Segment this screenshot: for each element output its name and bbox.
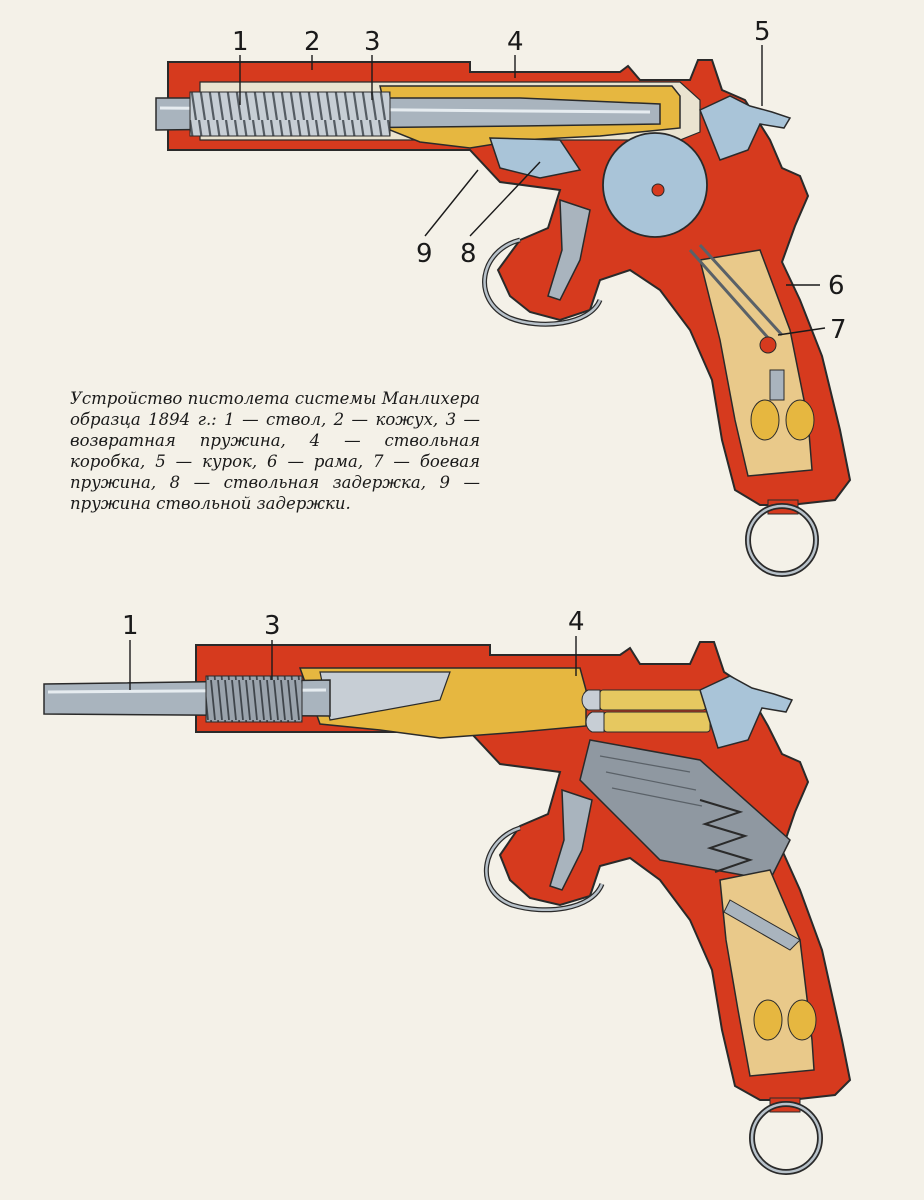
top-label-2: 2 <box>304 27 321 57</box>
top-label-9: 9 <box>416 239 433 269</box>
top-leader-lines <box>239 45 826 336</box>
top-label-7: 7 <box>830 315 847 345</box>
top-label-8: 8 <box>460 239 477 269</box>
bottom-magazine-spring <box>699 799 754 873</box>
top-pistol-cutaway <box>155 59 852 577</box>
bottom-hammer <box>699 675 794 749</box>
top-mainspring <box>688 243 784 341</box>
top-recoil-spring <box>189 91 391 137</box>
top-label-5: 5 <box>754 17 771 47</box>
bottom-cartridges <box>581 689 711 733</box>
bottom-labels: 1 3 4 <box>122 607 585 641</box>
top-label-1: 1 <box>232 27 249 57</box>
top-grip-panel <box>699 249 813 477</box>
top-labels: 1 2 3 4 5 6 7 8 9 <box>232 17 847 345</box>
bottom-label-4: 4 <box>568 607 585 637</box>
bottom-trigger <box>549 788 593 891</box>
top-label-3: 3 <box>364 27 381 57</box>
bottom-label-3: 3 <box>264 611 281 641</box>
bottom-leader-lines <box>129 636 577 690</box>
top-label-4: 4 <box>507 27 524 57</box>
top-label-6: 6 <box>828 271 845 301</box>
top-barrel-latch <box>488 137 582 179</box>
top-hammer <box>699 95 792 161</box>
bottom-frame-body <box>195 641 852 1101</box>
bottom-recoil-spring <box>205 675 303 723</box>
bottom-pistol-cutaway <box>43 641 852 1175</box>
bottom-label-1: 1 <box>122 611 139 641</box>
figure-caption: Устройство пистолета системы Манлихера о… <box>70 389 480 513</box>
top-trigger <box>547 198 591 301</box>
